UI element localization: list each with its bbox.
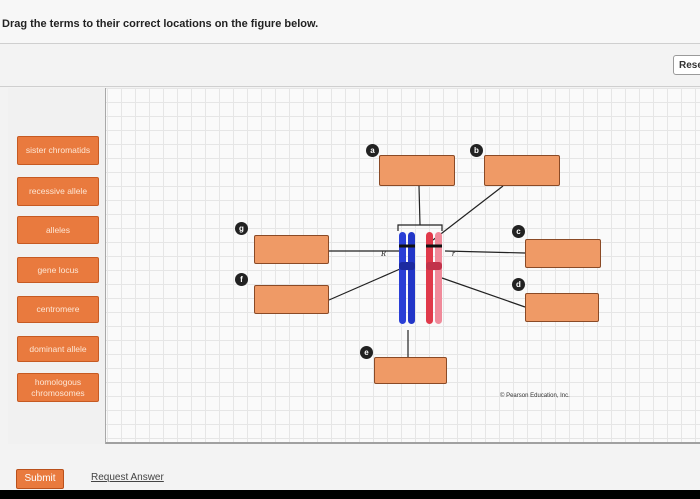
marker-g: g (235, 222, 248, 235)
drop-zone-a[interactable] (379, 155, 455, 186)
panel-divider (0, 86, 700, 87)
drop-zone-c[interactable] (525, 239, 601, 268)
reset-button[interactable]: Rese (673, 55, 700, 75)
bottom-bar (0, 490, 700, 499)
drop-zone-e[interactable] (374, 357, 447, 384)
marker-a: a (366, 144, 379, 157)
submit-button[interactable]: Submit (16, 469, 64, 489)
marker-e: e (360, 346, 373, 359)
term-gene-locus[interactable]: gene locus (17, 257, 99, 283)
drop-zone-g[interactable] (254, 235, 329, 264)
request-answer-link[interactable]: Request Answer (91, 472, 164, 483)
marker-f: f (235, 273, 248, 286)
term-sister-chromatids[interactable]: sister chromatids (17, 136, 99, 165)
term-centromere[interactable]: centromere (17, 296, 99, 323)
instruction-text: Drag the terms to their correct location… (0, 0, 700, 44)
marker-c: c (512, 225, 525, 238)
drop-zone-d[interactable] (525, 293, 599, 322)
copyright-text: © Pearson Education, Inc. (500, 393, 570, 399)
marker-d: d (512, 278, 525, 291)
drop-zone-f[interactable] (254, 285, 329, 314)
term-homologous-chromosomes[interactable]: homologous chromosomes (17, 373, 99, 402)
drop-zone-b[interactable] (484, 155, 560, 186)
marker-b: b (470, 144, 483, 157)
term-alleles[interactable]: alleles (17, 216, 99, 244)
term-dominant-allele[interactable]: dominant allele (17, 336, 99, 362)
term-recessive-allele[interactable]: recessive allele (17, 177, 99, 206)
